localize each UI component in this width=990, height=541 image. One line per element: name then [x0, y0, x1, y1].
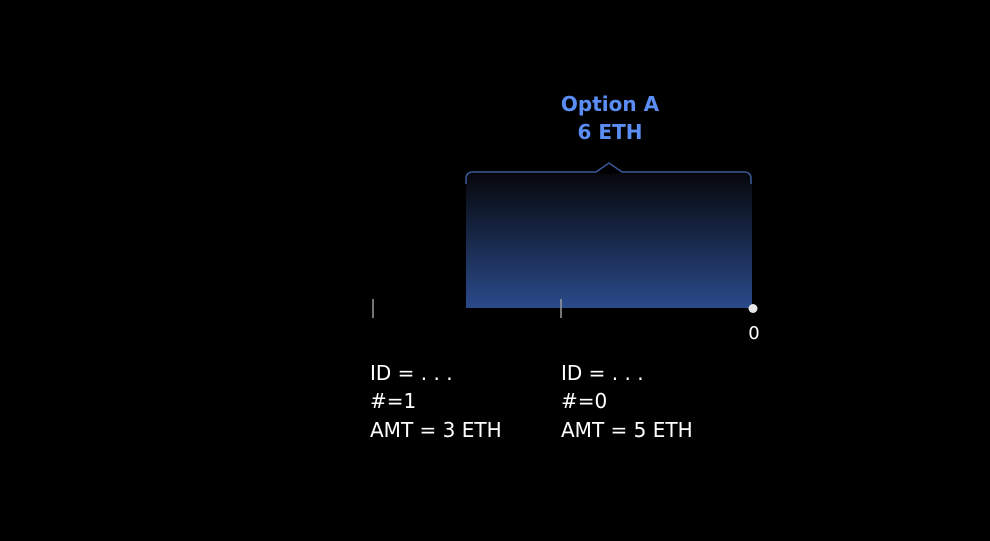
- entry-0-amount: AMT = 5 ETH: [561, 418, 693, 442]
- entry-1: ID = . . . #=1 AMT = 3 ETH: [370, 361, 502, 442]
- entry-0: ID = . . . #=0 AMT = 5 ETH: [561, 361, 693, 442]
- entry-0-id: ID = . . .: [561, 361, 644, 385]
- option-a-bracket: [465, 162, 752, 184]
- entry-1-index: #=1: [370, 389, 416, 413]
- axis-endpoint-dot: [748, 304, 758, 313]
- entry-1-id: ID = . . .: [370, 361, 453, 385]
- axis-zero-label: 0: [748, 323, 759, 344]
- option-amount-label: 6 ETH: [578, 120, 643, 144]
- option-a-region: [466, 174, 752, 308]
- entry-0-index: #=0: [561, 389, 607, 413]
- option-name-label: Option A: [561, 92, 660, 116]
- entry-1-amount: AMT = 3 ETH: [370, 418, 502, 442]
